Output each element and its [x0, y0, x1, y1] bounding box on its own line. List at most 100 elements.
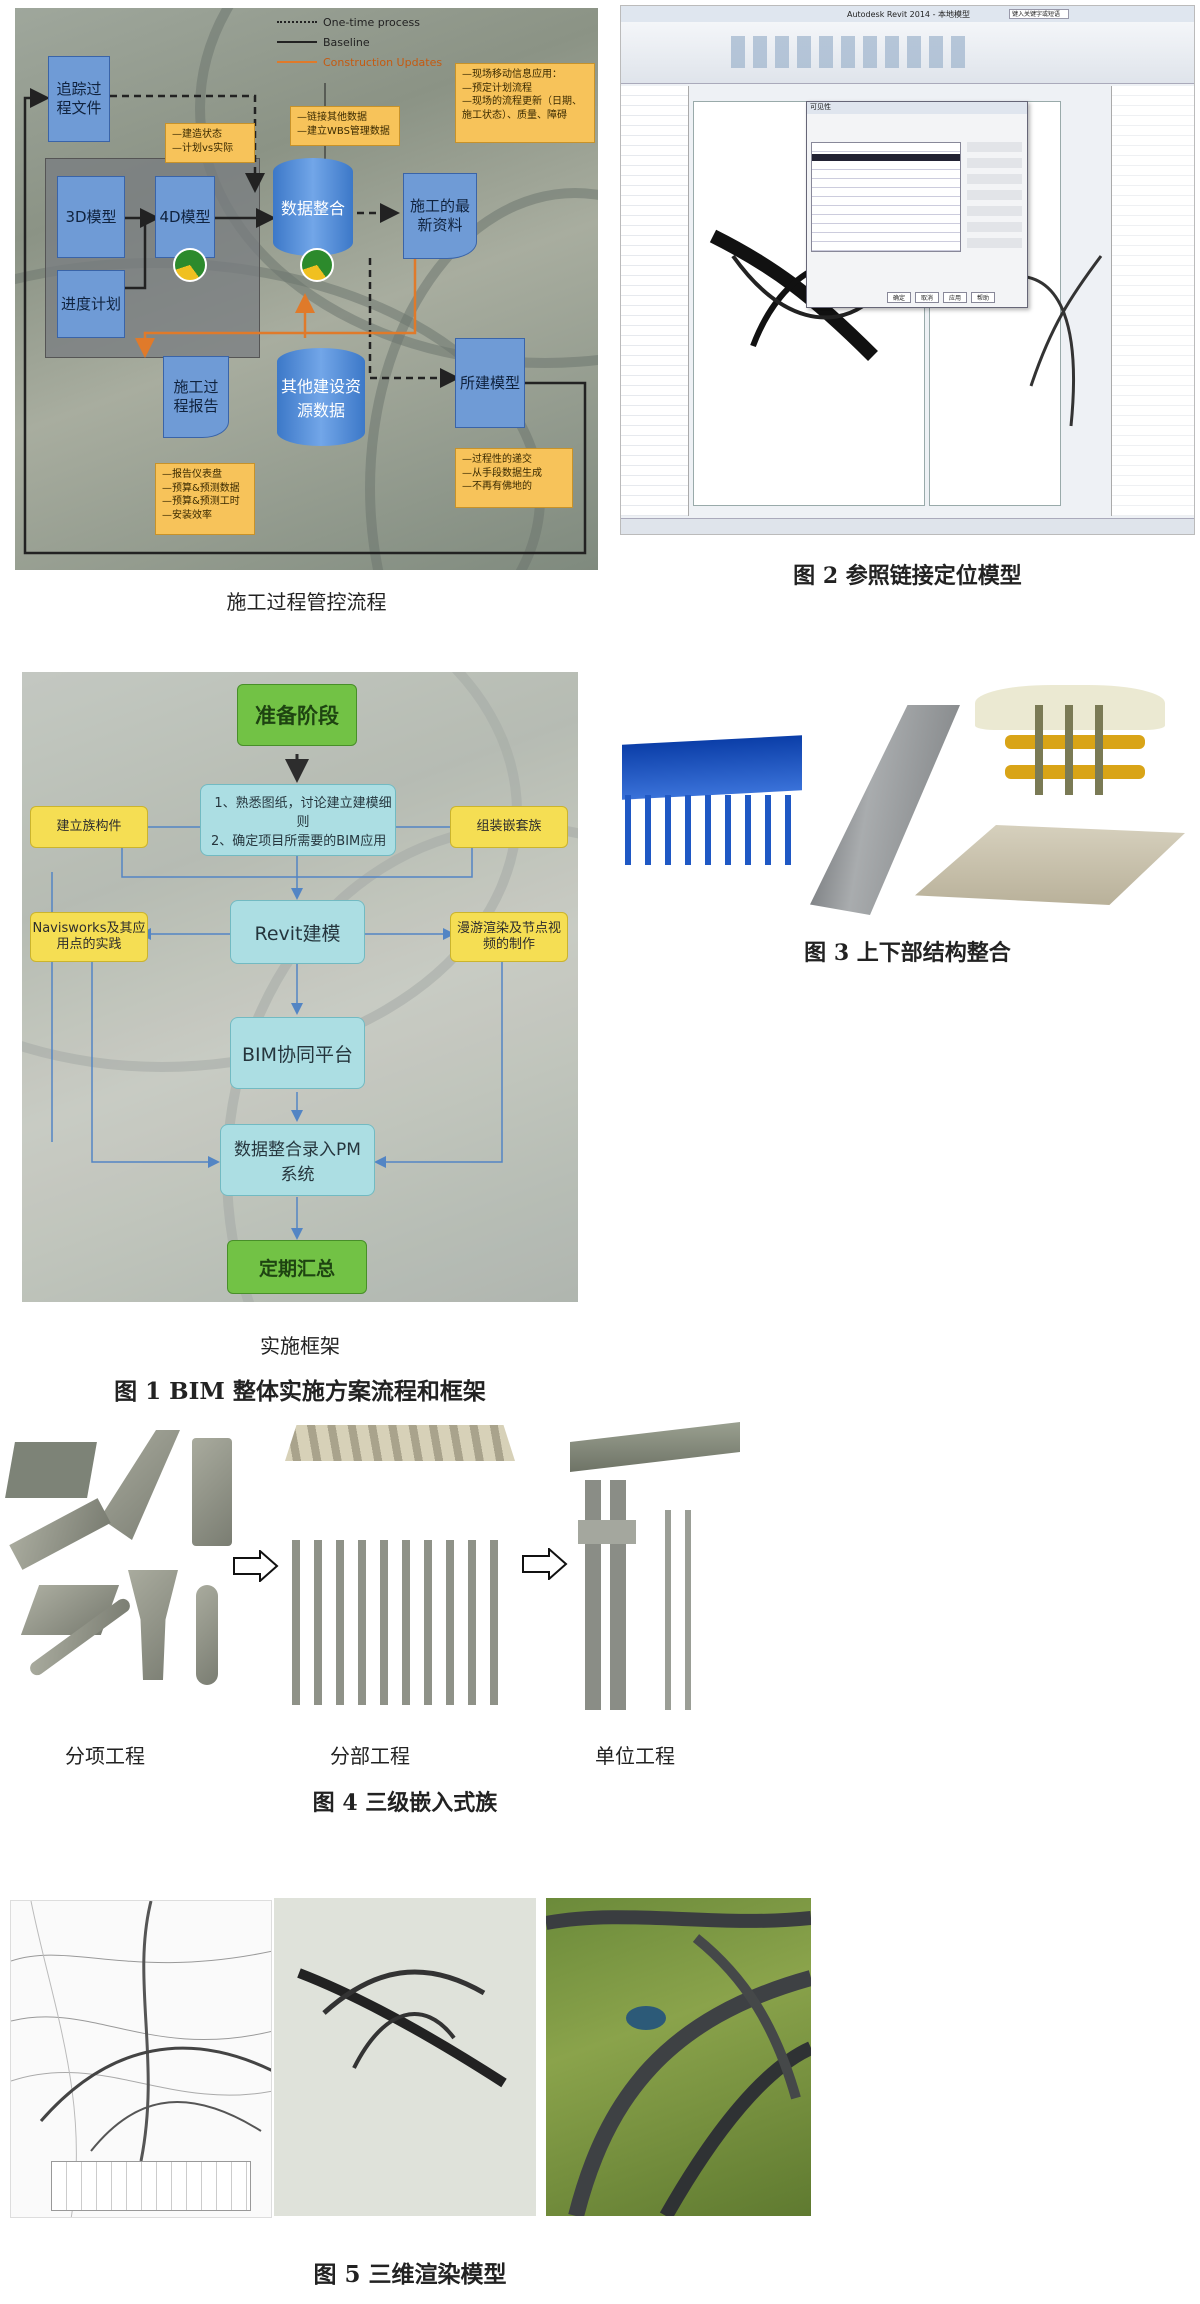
- step-1: 1、熟悉图纸，讨论建立建模细则: [214, 795, 392, 830]
- fig1-caption: 图 1 BIM 整体实施方案流程和框架: [114, 1378, 486, 1405]
- framework-figure: 准备阶段 1、熟悉图纸，讨论建立建模细则 2、确定项目所需要的BIM应用 建立族…: [22, 672, 578, 1302]
- step-2: 2、确定项目所需要的BIM应用: [211, 833, 387, 849]
- schedule-box: 进度计划: [57, 270, 125, 338]
- recycle-icon: [173, 248, 207, 282]
- arrow-right-icon: [522, 1548, 568, 1580]
- part-column: [192, 1438, 232, 1546]
- 3d-scene-render: [546, 1898, 811, 2216]
- cad-drawing: [10, 1900, 272, 2218]
- note-latest: —现场移动信息应用： —预定计划流程 —现场的流程更新（日期、施工状态）、质量、障碍: [455, 63, 595, 143]
- search-placeholder: 键入关键字或短语: [1012, 11, 1061, 18]
- fig4-caption: 图 4 三级嵌入式族: [312, 1790, 498, 1816]
- revit-screenshot: Autodesk Revit 2014 - 本地模型 键入关键字或短语 可见性 …: [620, 5, 1195, 535]
- bim-platform-box: BIM协同平台: [230, 1017, 365, 1089]
- note-line: 施工状态）、质量、障碍: [462, 109, 567, 121]
- navisworks-box: Navisworks及其应用点的实践: [30, 912, 148, 962]
- ribbon-icons: [731, 36, 971, 68]
- level-label-2: 分部工程: [330, 1744, 410, 1768]
- process-arrows: [23, 83, 587, 555]
- data-integration-db: 数据整合: [273, 158, 353, 256]
- report-box: 施工过程报告: [163, 356, 229, 438]
- window-title: Autodesk Revit 2014 - 本地模型: [846, 9, 970, 19]
- part-pier-cap: [128, 1570, 178, 1680]
- nested-family-box: 组装嵌套族: [450, 806, 568, 848]
- note-asbuilt: —过程性的递交 —从手段数据生成 —不再有佛地的: [455, 448, 573, 508]
- search-box[interactable]: 键入关键字或短语: [1009, 9, 1069, 19]
- model-3d-box: 3D模型: [57, 176, 125, 258]
- bridge-deck-blue: [622, 735, 802, 800]
- part-wall: [100, 1430, 180, 1540]
- note-line: —计划vs实际: [172, 142, 234, 154]
- note-line: —过程性的递交: [462, 454, 532, 465]
- note-line: —报告仪表盘: [162, 469, 222, 480]
- pier-group: [292, 1540, 512, 1705]
- level-label-1: 分项工程: [65, 1744, 145, 1768]
- bridge-unit: [570, 1420, 740, 1720]
- note-line: —预定计划流程: [462, 82, 532, 94]
- rendering-box: 漫游渲染及节点视频的制作: [450, 912, 568, 962]
- legend-onetime: One-time process: [323, 15, 420, 29]
- dialog-buttons: 确定 取消 应用 帮助: [887, 292, 996, 303]
- note-4d: —建造状态 —计划vs实际: [165, 123, 255, 163]
- project-browser: [1111, 86, 1194, 516]
- process-flow-caption: 施工过程管控流程: [226, 590, 387, 614]
- interchange-shape: [297, 1968, 507, 2088]
- legend-baseline: Baseline: [323, 35, 370, 49]
- note-line: —现场移动信息应用：: [462, 69, 562, 80]
- legend-updates: Construction Updates: [323, 55, 443, 69]
- revit-box: Revit建模: [230, 900, 365, 964]
- interchange-plan: [1015, 255, 1103, 427]
- note-line: —建立WBS管理数据: [297, 125, 390, 137]
- cad-title-block: [51, 2161, 251, 2211]
- note-integration: —链接其他数据 —建立WBS管理数据: [290, 106, 400, 146]
- structure-figure: [615, 665, 1200, 920]
- note-line: —从手段数据生成: [462, 467, 542, 479]
- resource-db: 其他建设资源数据: [277, 348, 365, 446]
- steps-box: 1、熟悉图纸，讨论建立建模细则 2、确定项目所需要的BIM应用: [200, 784, 396, 856]
- note-line: —安装效率: [162, 509, 212, 521]
- framework-arrows: [51, 754, 503, 1240]
- families-figure: [0, 1420, 740, 1720]
- bridge-piers-blue: [625, 795, 800, 865]
- note-line: —链接其他数据: [297, 112, 367, 123]
- family-build-box: 建立族构件: [30, 806, 148, 848]
- scene-roads: [546, 1910, 811, 2216]
- slab-model: [915, 825, 1185, 905]
- framework-subcaption: 实施框架: [260, 1334, 340, 1358]
- track-file-box: 追踪过程文件: [48, 56, 110, 142]
- arrow-right-icon: [233, 1550, 279, 1582]
- apply-button[interactable]: 应用: [943, 292, 968, 303]
- note-line: —预算&预测数据: [162, 482, 240, 494]
- foundation-model: [965, 685, 1165, 805]
- status-bar: [621, 518, 1194, 534]
- properties-panel: [621, 86, 689, 516]
- deck-girders: [285, 1425, 515, 1461]
- legend: One-time process Baseline Construction U…: [277, 12, 507, 74]
- note-line: —不再有佛地的: [462, 481, 532, 492]
- dialog-side-buttons: [967, 142, 1022, 252]
- model-4d-box: 4D模型: [155, 176, 215, 258]
- prep-stage-box: 准备阶段: [237, 684, 357, 746]
- note-line: —建造状态: [172, 129, 222, 140]
- note-line: —预算&预测工时: [162, 496, 240, 507]
- level-label-3: 单位工程: [595, 1744, 675, 1768]
- fig3-caption: 图 3 上下部结构整合: [804, 940, 1011, 966]
- dialog-title: 可见性: [807, 102, 1027, 114]
- latest-info-box: 施工的最新资料: [403, 173, 477, 259]
- note-report: —报告仪表盘 —预算&预测数据 —预算&预测工时 —安装效率: [155, 463, 255, 535]
- title-bar: Autodesk Revit 2014 - 本地模型: [621, 6, 1194, 22]
- ok-button[interactable]: 确定: [887, 292, 912, 303]
- recycle-icon: [300, 248, 334, 282]
- help-button[interactable]: 帮助: [971, 292, 996, 303]
- fig5-caption: 图 5 三维渲染模型: [313, 2261, 507, 2288]
- asbuilt-box: 所建模型: [455, 338, 525, 428]
- fig2-caption: 图 2 参照链接定位模型: [793, 563, 1022, 589]
- summary-box: 定期汇总: [227, 1240, 367, 1294]
- visibility-dialog: 可见性 确定 取消 应用 帮助: [806, 101, 1028, 308]
- pm-system-box: 数据整合录入PM系统: [220, 1124, 375, 1196]
- cancel-button[interactable]: 取消: [915, 292, 940, 303]
- process-flow-figure: One-time process Baseline Construction U…: [15, 8, 598, 570]
- part-beam: [9, 1498, 111, 1570]
- part-block: [5, 1442, 97, 1498]
- note-line: —现场的流程更新（日期、: [462, 96, 582, 107]
